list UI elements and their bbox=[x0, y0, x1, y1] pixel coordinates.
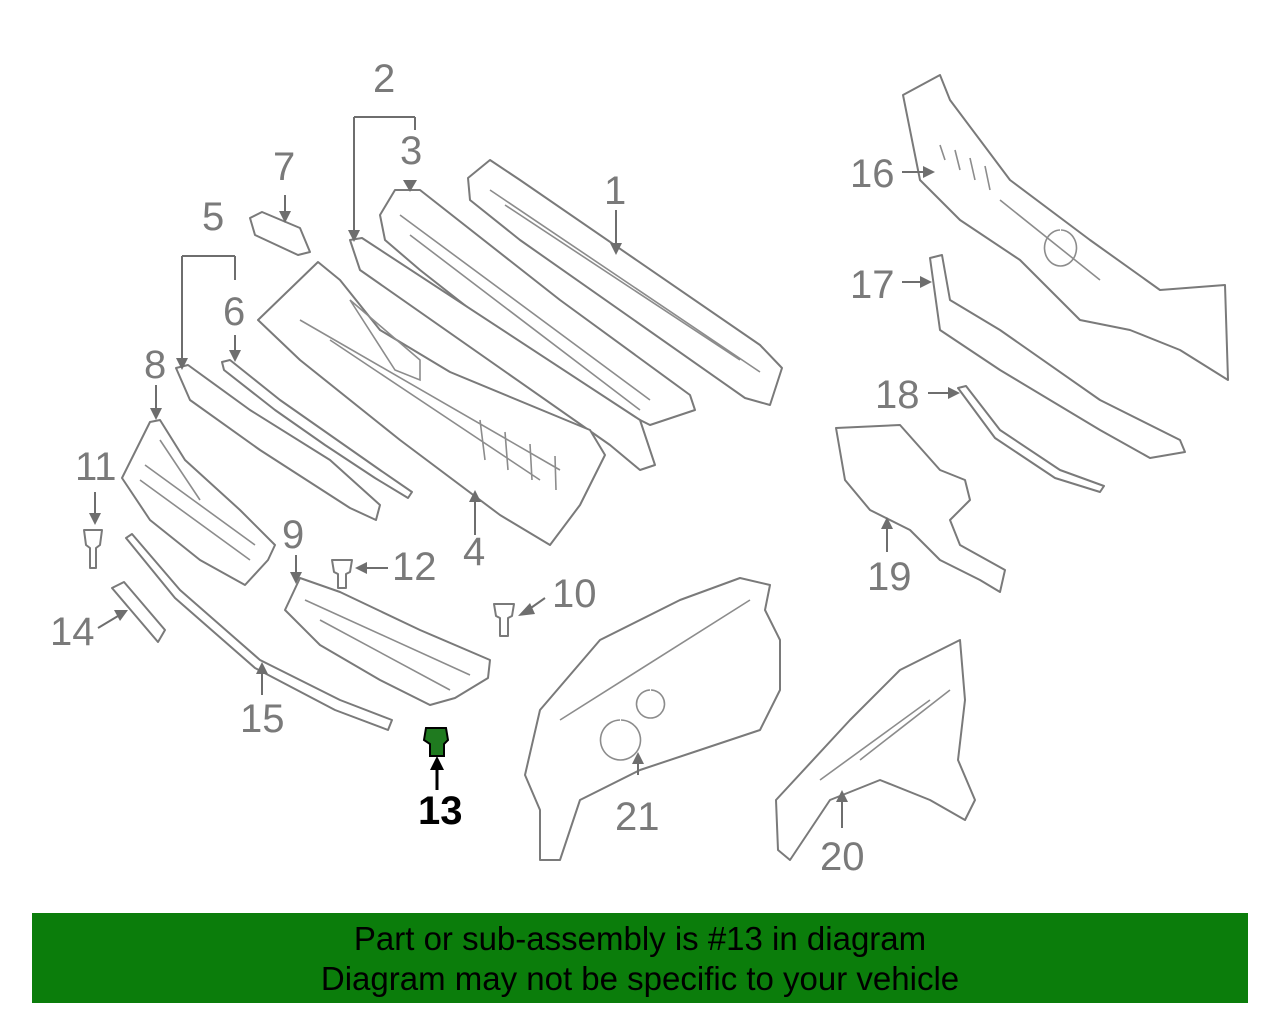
part-8-cowl-grille bbox=[121, 419, 276, 586]
label-2: 2 bbox=[373, 57, 395, 101]
part-13-clip bbox=[422, 727, 450, 757]
label-8: 8 bbox=[144, 343, 166, 387]
part-12-clip bbox=[331, 559, 353, 589]
label-11: 11 bbox=[75, 445, 117, 489]
banner-line-2: Diagram may not be specific to your vehi… bbox=[320, 960, 960, 997]
label-3: 3 bbox=[400, 129, 422, 173]
part-4 bbox=[257, 261, 606, 546]
part-20 bbox=[775, 639, 976, 861]
label-17: 17 bbox=[850, 263, 895, 307]
part-7 bbox=[249, 211, 311, 256]
label-9: 9 bbox=[282, 513, 304, 557]
part-2 bbox=[349, 237, 656, 471]
part-1 bbox=[467, 159, 783, 406]
label-7: 7 bbox=[273, 145, 295, 189]
label-1: 1 bbox=[604, 169, 626, 213]
part-14 bbox=[111, 581, 166, 643]
label-12: 12 bbox=[392, 545, 437, 589]
label-5: 5 bbox=[202, 195, 224, 239]
part-17 bbox=[929, 254, 1186, 459]
leader-lines bbox=[89, 116, 960, 828]
info-banner: Part or sub-assembly is #13 in diagram D… bbox=[32, 913, 1248, 1003]
label-16: 16 bbox=[850, 152, 895, 196]
banner-line-1: Part or sub-assembly is #13 in diagram bbox=[353, 920, 927, 957]
part-18 bbox=[957, 385, 1105, 493]
label-20: 20 bbox=[820, 835, 865, 879]
label-15: 15 bbox=[240, 697, 285, 741]
part-15 bbox=[125, 533, 393, 731]
part-8-bar bbox=[175, 364, 381, 521]
part-10-clip bbox=[493, 603, 515, 637]
label-6: 6 bbox=[223, 290, 245, 334]
part-11-clip bbox=[83, 529, 103, 569]
label-19: 19 bbox=[867, 555, 912, 599]
part-9 bbox=[284, 577, 491, 706]
part-16 bbox=[902, 74, 1229, 381]
label-4: 4 bbox=[463, 530, 485, 574]
label-18: 18 bbox=[875, 373, 920, 417]
part-3 bbox=[379, 189, 696, 426]
part-6 bbox=[221, 359, 413, 499]
label-21: 21 bbox=[615, 795, 660, 839]
label-13: 13 bbox=[418, 789, 463, 833]
label-10: 10 bbox=[552, 572, 597, 616]
label-14: 14 bbox=[50, 610, 95, 654]
part-19 bbox=[835, 424, 1006, 593]
part-21 bbox=[524, 577, 781, 861]
